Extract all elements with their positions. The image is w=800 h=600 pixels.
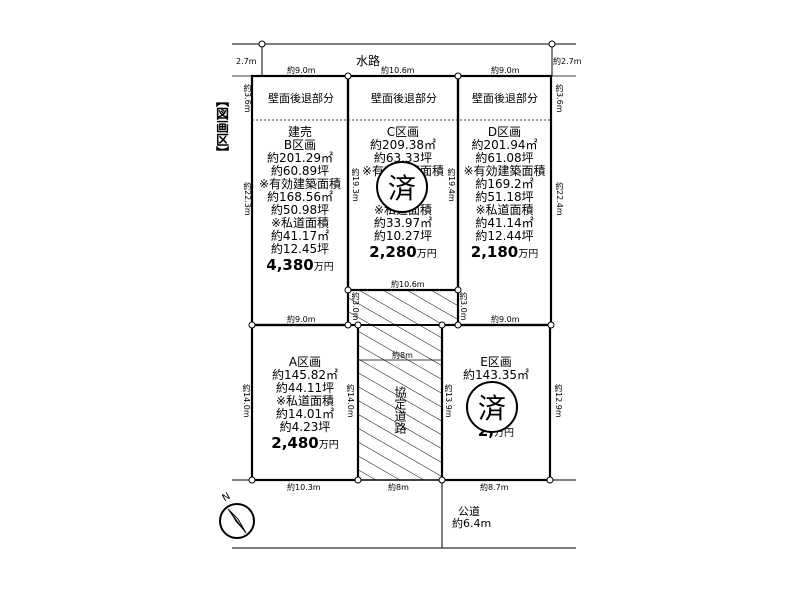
dim-a-bottom: 約10.3m — [287, 483, 321, 492]
sold-mark-c: 済 — [376, 161, 428, 213]
waterway-label: 水路 — [356, 54, 381, 68]
dim-road-bottom: 約8m — [388, 483, 409, 492]
dim-c-bottom: 約10.6m — [391, 280, 425, 289]
block-a-price: 2,480 — [271, 434, 319, 452]
block-b-price: 4,380 — [266, 256, 314, 274]
dim-b-top: 約9.0m — [287, 66, 316, 75]
dim-c-left: 約19.3m — [351, 168, 360, 202]
plan-title: 【図画区】 — [213, 94, 228, 159]
block-d-price: 2,180 — [470, 243, 519, 261]
dim-d-top-side: 約3.6m — [555, 84, 564, 113]
dim-a-left: 約14.0m — [242, 384, 251, 418]
dim-road-left: 約3.0m — [351, 292, 360, 321]
dim-e-bottom: 約8.7m — [480, 483, 509, 492]
sold-mark-e: 済 — [466, 381, 518, 433]
setback-d: 壁面後退部分 — [472, 92, 538, 105]
dim-c-right: 約19.4m — [447, 168, 456, 202]
dim-e-left: 約13.9m — [444, 384, 453, 418]
public-road-width: 約6.4m — [452, 517, 492, 530]
dim-d-right: 約22.4m — [555, 182, 564, 216]
dim-b-top-side: 約3.6m — [243, 84, 252, 113]
dim-b-bottom: 約9.0m — [287, 315, 316, 324]
agreement-road-label: 協定道路 — [393, 386, 407, 434]
block-c-price: 2,280 — [369, 243, 417, 261]
public-road-label: 公道 — [458, 505, 480, 518]
dim-road-mid: 約8m — [392, 351, 413, 360]
dim-e-right: 約12.9m — [554, 384, 563, 418]
dim-c-top: 約10.6m — [381, 66, 415, 75]
dim-b-left: 約22.3m — [243, 182, 252, 216]
road-upper — [347, 289, 459, 326]
dim-d-bottom: 約9.0m — [491, 315, 520, 324]
dim-a-right: 約14.0m — [346, 384, 355, 418]
dim-side-right: 約2.7m — [553, 57, 582, 66]
dim-side-left: 2.7m — [236, 57, 257, 66]
north-arrow-icon — [219, 503, 255, 539]
setback-b: 壁面後退部分 — [268, 92, 334, 105]
setback-c: 壁面後退部分 — [371, 92, 437, 105]
dim-d-top: 約9.0m — [491, 66, 520, 75]
dim-road-right: 約3.0m — [459, 292, 468, 321]
